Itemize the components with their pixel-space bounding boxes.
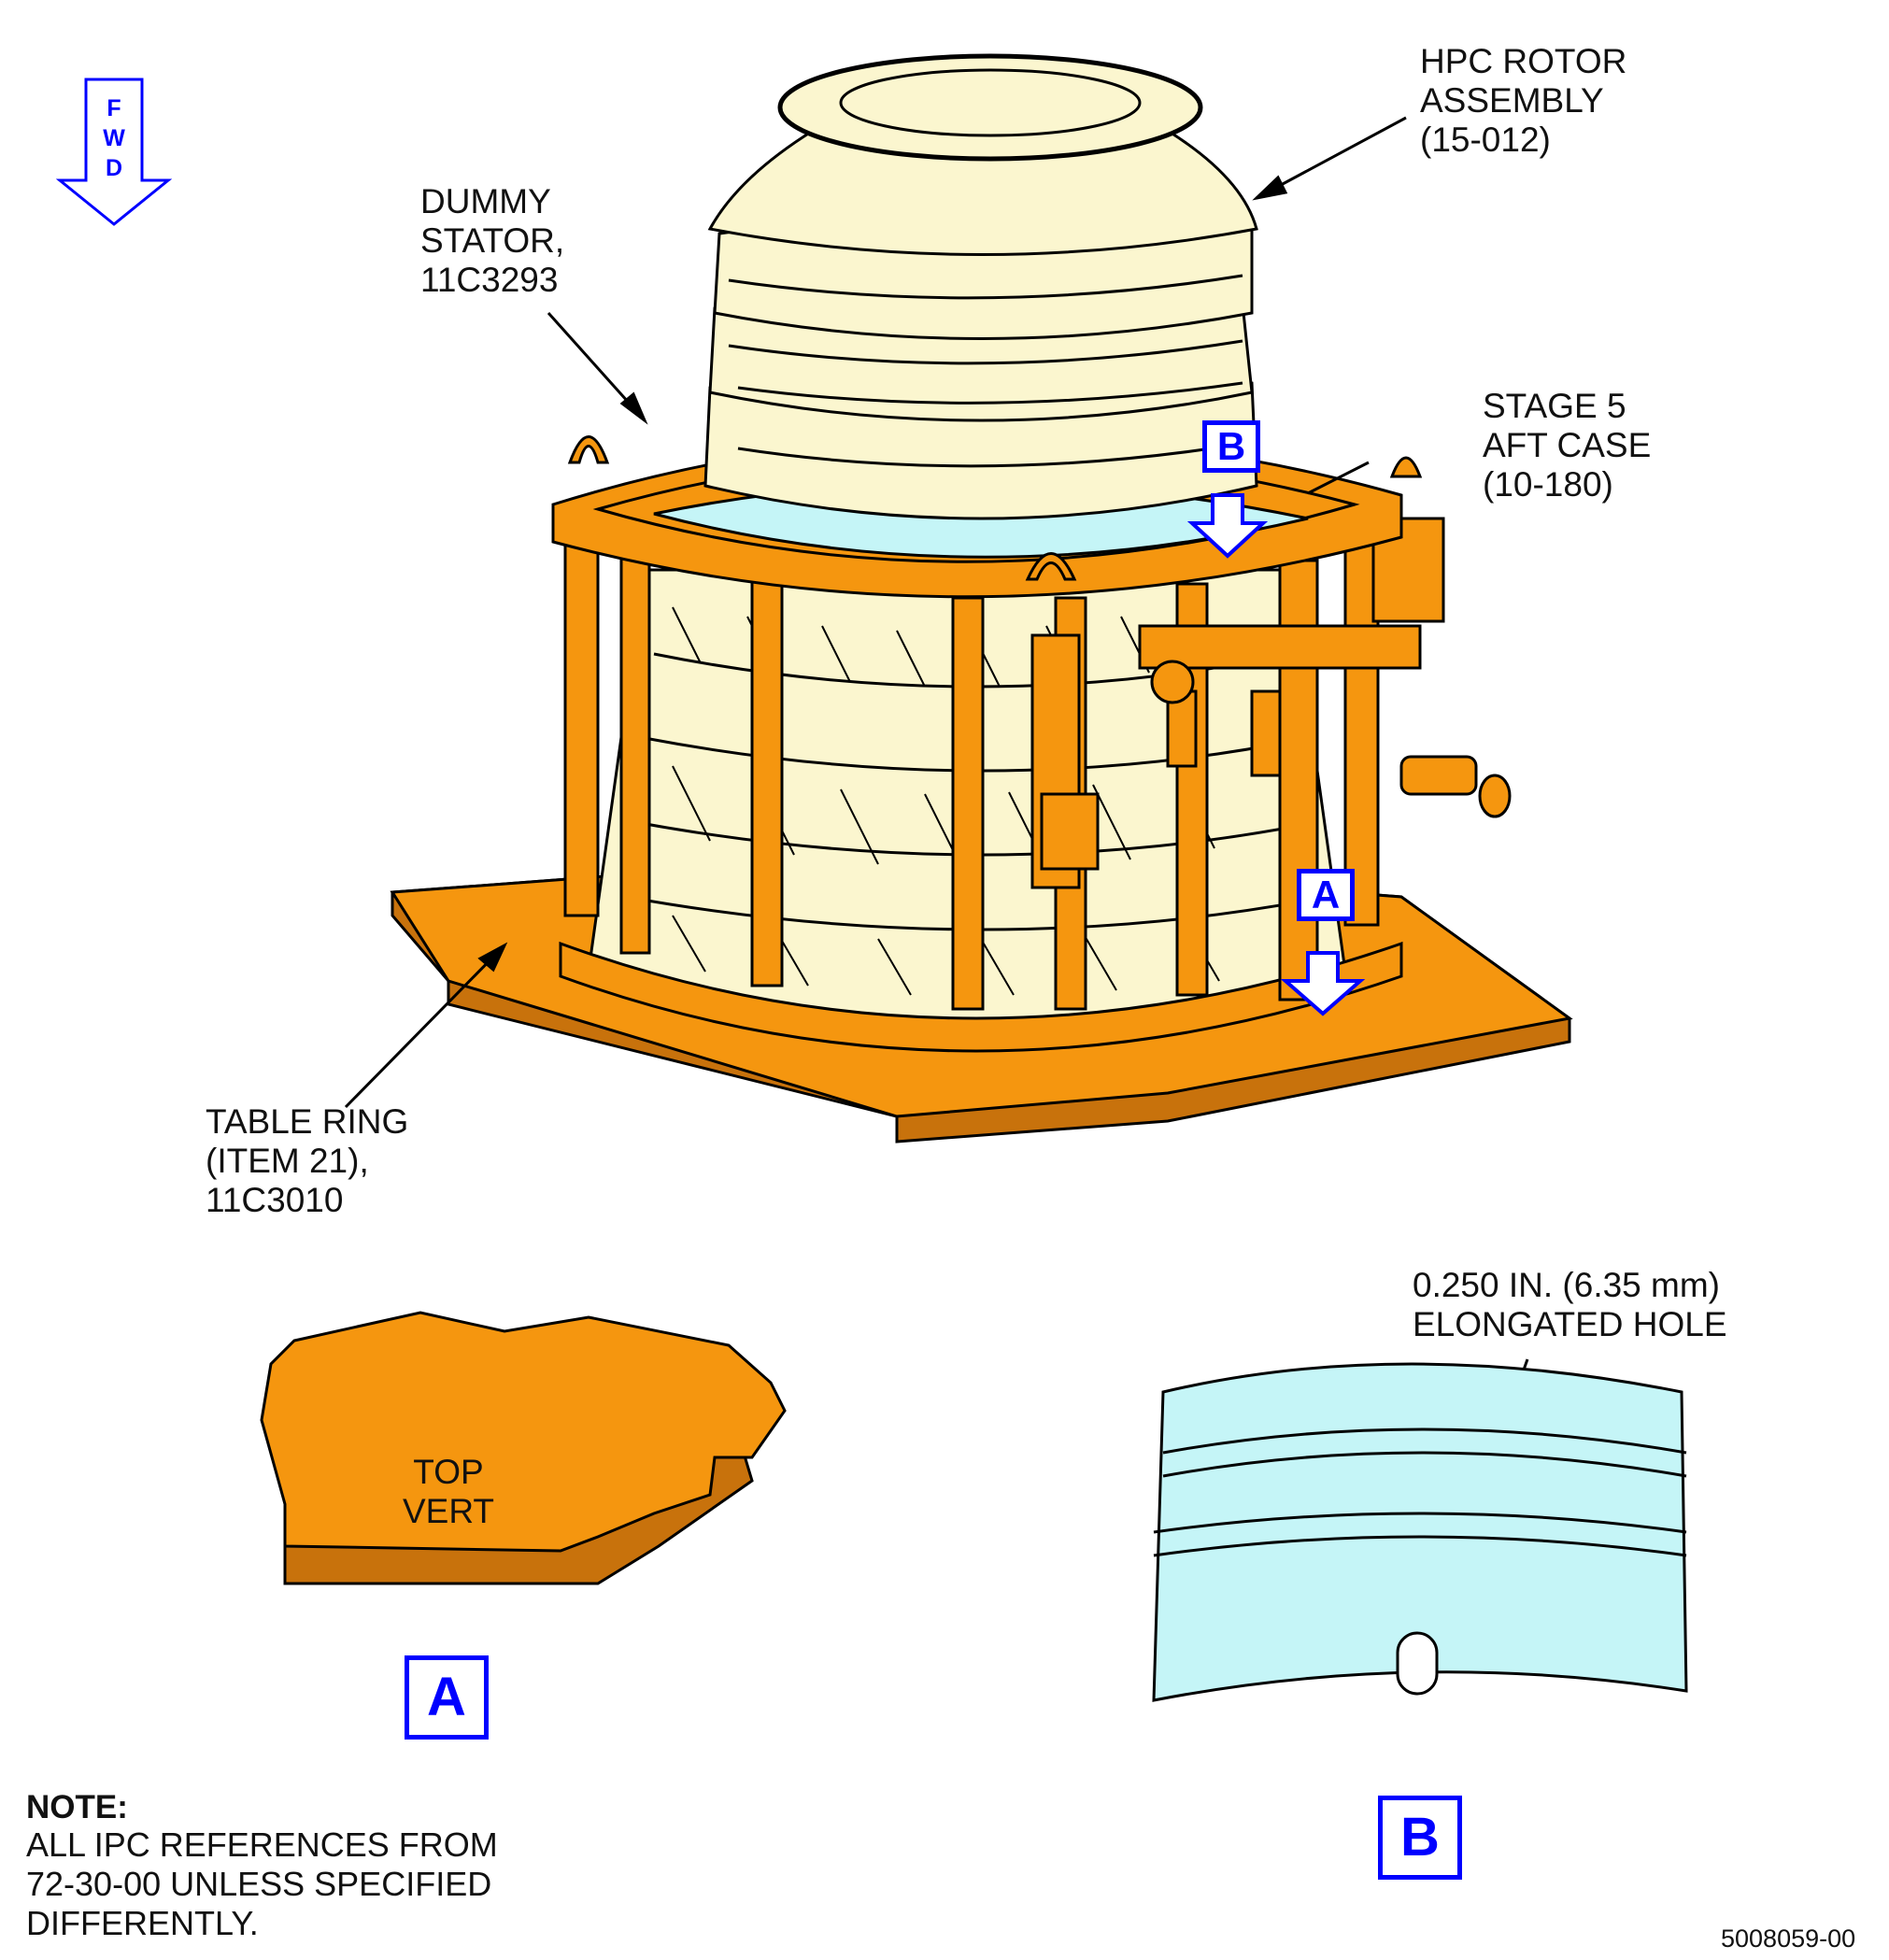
callout-elongated-hole: 0.250 IN. (6.35 mm) ELONGATED HOLE [1413,1266,1727,1343]
detail-a-plate [260,1311,787,1585]
fwd-letter-d: D [105,155,123,181]
view-b-arrow-icon [1186,493,1269,559]
note-text: ALL IPC REFERENCES FROM 72-30-00 UNLESS … [26,1825,498,1942]
callout-hpc-rotor: HPC ROTOR ASSEMBLY (15-012) [1420,42,1627,159]
elongated-hole [1396,1631,1439,1696]
callout-table-ring: TABLE RING (ITEM 21), 11C3010 [206,1102,409,1219]
figure-number: 5008059-00 [1721,1924,1856,1953]
callout-dummy-stator: DUMMY STATOR, 11C3293 [420,182,565,299]
hpc-rotor-cone [707,53,1258,256]
view-marker-b: B [1202,420,1260,473]
detail-b-view-label: B [1378,1796,1462,1880]
fixture-clamp-mechanism [1040,517,1512,871]
fwd-letter-f: F [107,95,121,121]
fwd-letter-w: W [103,125,125,151]
callout-stage5-case: STAGE 5 AFT CASE (10-180) [1483,387,1652,504]
note-heading: NOTE: [26,1789,128,1825]
detail-a-view-label: A [405,1655,489,1740]
detail-b-case-segment [1152,1362,1688,1702]
view-a-arrow-icon [1280,951,1366,1016]
rotor-stage-stack [703,212,1258,520]
view-marker-a: A [1297,869,1355,921]
fwd-arrow-icon [55,78,173,226]
detail-a-label: TOP VERT [402,1453,494,1530]
cage-bottom-ring [559,941,1403,1053]
lifting-eyes [567,435,1423,581]
